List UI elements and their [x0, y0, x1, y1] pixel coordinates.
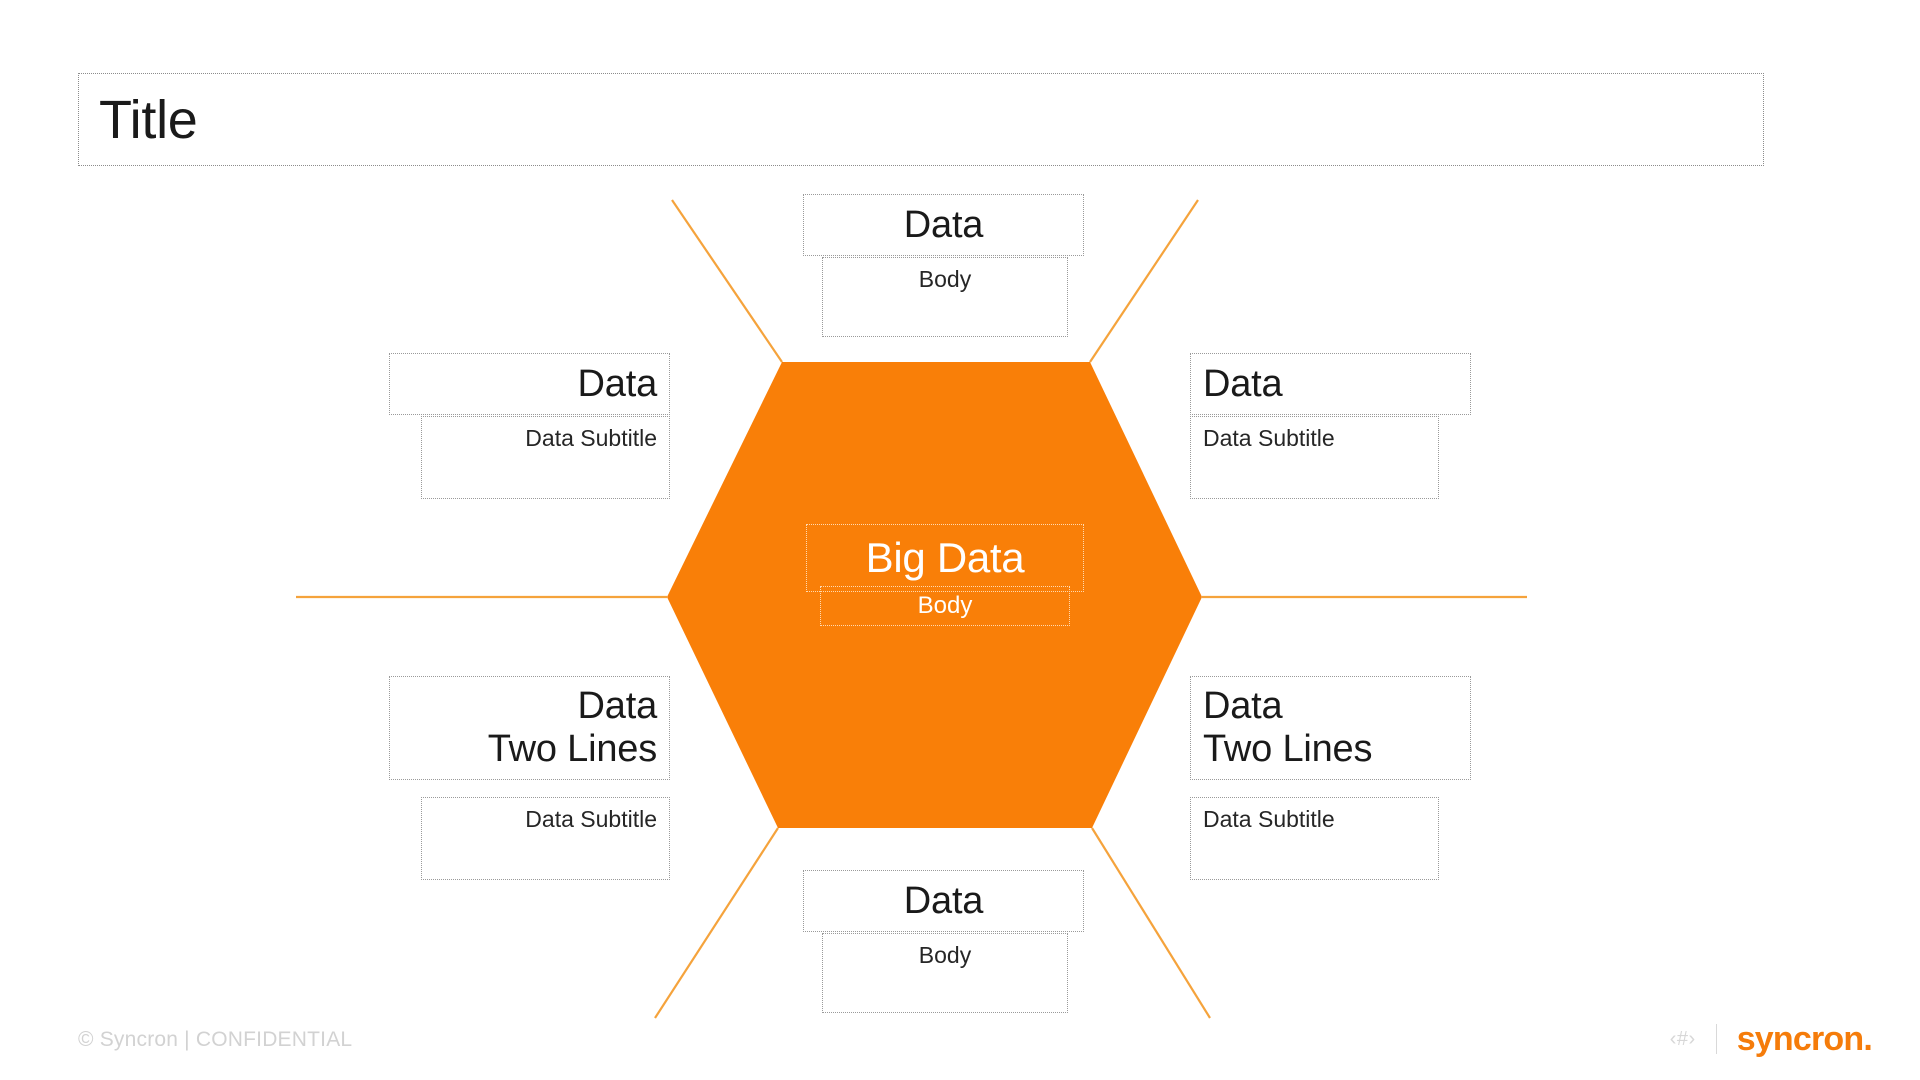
spoke-bottom-left [654, 827, 779, 1019]
page-number-placeholder: ‹#› [1669, 1027, 1696, 1050]
node-top-left-subtitle: Data Subtitle [525, 425, 657, 451]
node-bottom-left-subtitle: Data Subtitle [525, 806, 657, 832]
node-top-right-body-box[interactable]: Data Subtitle [1190, 416, 1439, 499]
syncron-logo: syncron. [1736, 1020, 1873, 1058]
node-top-heading-box[interactable]: Data [803, 194, 1084, 256]
footer-divider [1715, 1024, 1717, 1054]
node-bottom-left-heading: Data Two Lines [487, 685, 657, 770]
node-bottom-right-heading-box[interactable]: Data Two Lines [1190, 676, 1471, 780]
footer-right-group: ‹#› syncron. [1669, 1020, 1873, 1058]
node-top-left-heading: Data [577, 362, 658, 405]
node-bottom-left-heading-box[interactable]: Data Two Lines [389, 676, 670, 780]
node-top-right-subtitle: Data Subtitle [1203, 425, 1335, 451]
node-top-left-heading-box[interactable]: Data [389, 353, 670, 415]
node-bottom-heading: Data [903, 879, 984, 922]
page-title: Title [99, 89, 198, 150]
title-placeholder[interactable]: Title [78, 73, 1764, 166]
node-top-subtitle: Body [918, 266, 972, 292]
node-top-left-body-box[interactable]: Data Subtitle [421, 416, 670, 499]
node-top-right-heading-box[interactable]: Data [1190, 353, 1471, 415]
center-body-box[interactable]: Body [820, 586, 1070, 626]
node-bottom-right-body-box[interactable]: Data Subtitle [1190, 797, 1439, 880]
spoke-top-right [1089, 199, 1199, 363]
node-top-right-heading: Data [1203, 362, 1283, 405]
center-heading-box[interactable]: Big Data [806, 524, 1084, 592]
node-bottom-heading-box[interactable]: Data [803, 870, 1084, 932]
center-body: Body [917, 592, 973, 619]
node-bottom-left-body-box[interactable]: Data Subtitle [421, 797, 670, 880]
node-bottom-right-heading: Data Two Lines [1203, 685, 1373, 770]
spoke-top-left [671, 199, 783, 363]
node-top-body-box[interactable]: Body [822, 257, 1068, 337]
node-bottom-body-box[interactable]: Body [822, 933, 1068, 1013]
node-bottom-subtitle: Body [918, 942, 972, 968]
node-bottom-right-subtitle: Data Subtitle [1203, 806, 1335, 832]
confidential-notice: © Syncron | CONFIDENTIAL [78, 1028, 353, 1051]
center-heading: Big Data [865, 534, 1025, 581]
node-top-heading: Data [903, 203, 984, 246]
